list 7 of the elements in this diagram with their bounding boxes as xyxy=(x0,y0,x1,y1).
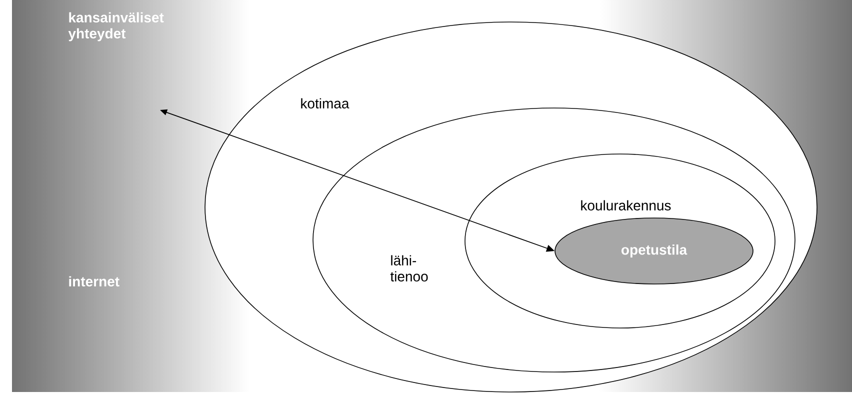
ellipse-label: lähi- tienoo xyxy=(390,255,428,282)
ellipse-label: kotimaa xyxy=(301,98,350,108)
label: internet xyxy=(69,276,120,286)
ellipse-label: opetustila xyxy=(622,244,688,258)
label: kansainväliset yhteydet xyxy=(68,12,164,42)
ellipse xyxy=(554,218,754,284)
ellipse-label: koulurakennus xyxy=(581,200,671,210)
